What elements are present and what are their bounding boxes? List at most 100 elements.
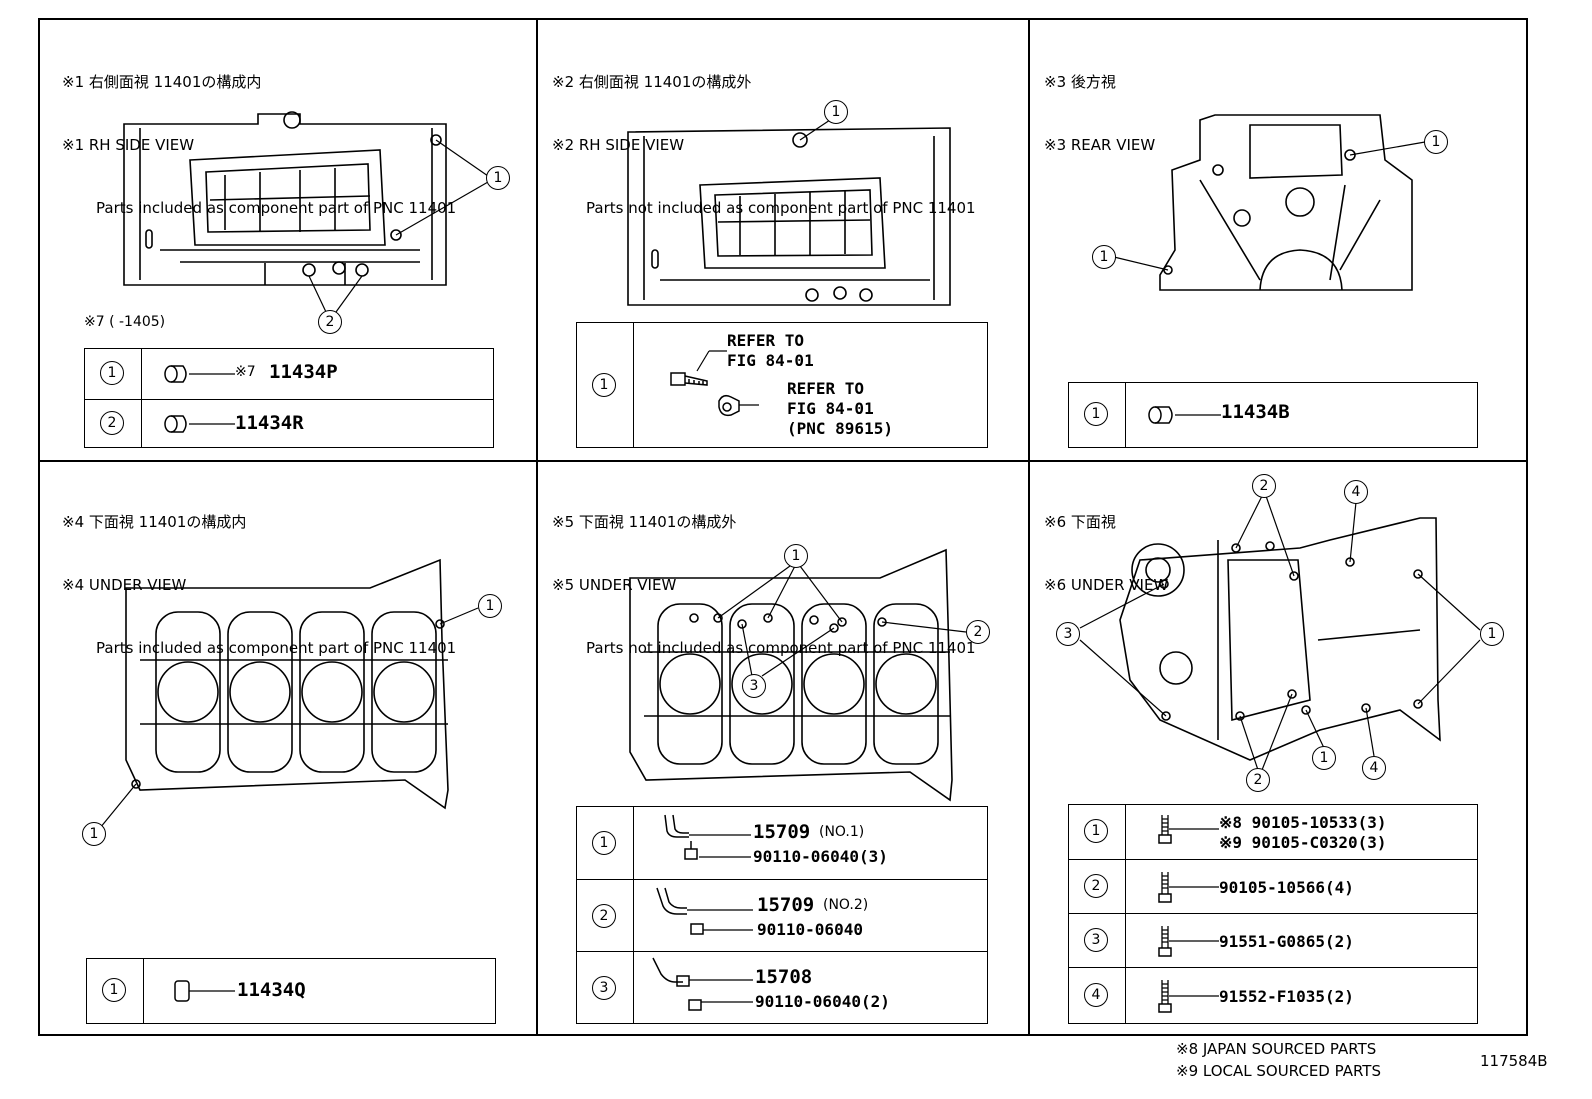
divider [1028, 20, 1030, 1034]
bolt-icon [1158, 980, 1219, 1013]
table-row: 2 90105-10566(4) [1069, 859, 1477, 914]
callout-3: 3 [1056, 622, 1080, 646]
callout-4: 4 [1344, 480, 1368, 504]
bolt-icon [670, 350, 759, 417]
table-row: 1 11434B [1069, 383, 1477, 447]
callout-1: 1 [478, 594, 502, 618]
table-row: 1 ※8 90105-10533(3) ※9 90105-C0320(3) [1069, 805, 1477, 859]
oil-jet-icon [656, 887, 753, 935]
row-number: 2 [100, 411, 124, 435]
table-row: 3 15708 90110-06040(2) [577, 951, 987, 1024]
bolt-number[interactable]: 90110-06040 [757, 920, 863, 939]
oil-jet-icon [652, 957, 753, 1011]
divider [40, 460, 1526, 462]
row-number: 2 [1084, 874, 1108, 898]
panel-header-jp: ※6 下面視 [1044, 513, 1116, 531]
bolt-number[interactable]: ※9 90105-C0320(3) [1219, 833, 1387, 852]
oil-jet-icon [664, 814, 751, 860]
callout-1: 1 [1312, 746, 1336, 770]
panel-header-jp: ※2 右側面視 11401の構成外 [552, 73, 752, 91]
row-number: 3 [592, 976, 616, 1000]
callout-1: 1 [1092, 245, 1116, 269]
pin-icon [164, 365, 235, 383]
bolt-number[interactable]: 91552-F1035(2) [1219, 987, 1354, 1006]
part-prefix: ※7 [235, 364, 256, 380]
callout-2: 2 [966, 620, 990, 644]
row-number: 2 [592, 904, 616, 928]
divider [536, 20, 538, 1034]
bolt-number[interactable]: 90105-10566(4) [1219, 878, 1354, 897]
pin-icon [164, 415, 235, 433]
row-number: 1 [1084, 402, 1108, 426]
bolt-icon [1158, 926, 1219, 957]
table-row: 2 11434R [85, 399, 493, 448]
panel-header-jp: ※3 後方視 [1044, 73, 1116, 91]
panel-header-jp: ※4 下面視 11401の構成内 [62, 513, 247, 531]
note-year: ※7 ( -1405) [84, 314, 166, 330]
part-number[interactable]: 15709 [757, 894, 815, 916]
part-number[interactable]: 15708 [755, 966, 813, 988]
pnc-reference: (PNC 89615) [787, 419, 893, 438]
parts-table: 1 11434Q [86, 958, 496, 1024]
bolt-number[interactable]: 91551-G0865(2) [1219, 932, 1354, 951]
table-row: 1 ※7 11434P [85, 349, 493, 399]
panel-header-sub: Parts included as component part of PNC … [96, 199, 457, 217]
parts-table: 1 11434B [1068, 382, 1478, 448]
row-number: 3 [1084, 928, 1108, 952]
bolt-icon [1158, 815, 1219, 844]
row-number: 1 [1084, 819, 1108, 843]
part-variant: (NO.2) [823, 897, 869, 913]
part-number[interactable]: 15709 [753, 821, 811, 843]
refer-label: REFER TO [727, 331, 805, 350]
table-row: 1 REFER TO FIG 84-01 REFER TO FIG 84-01 … [577, 323, 987, 447]
parts-table: 1 ※8 90105-10533(3) ※9 90105-C0320(3) 2 … [1068, 804, 1478, 1024]
bolt-number[interactable]: 90110-06040(2) [755, 992, 890, 1011]
part-number[interactable]: 11434Q [237, 979, 306, 1001]
table-row: 2 15709 (NO.2) 90110-06040 [577, 879, 987, 952]
footnote-local-sourced: ※9 LOCAL SOURCED PARTS [1176, 1062, 1381, 1080]
fig-reference[interactable]: FIG 84-01 [787, 399, 874, 418]
parts-table: 1 REFER TO FIG 84-01 REFER TO FIG 84-01 … [576, 322, 988, 448]
parts-table: 1 15709 (NO.1) 90110-06040(3) 2 1 [576, 806, 988, 1024]
callout-3: 3 [742, 674, 766, 698]
table-row: 3 91551-G0865(2) [1069, 913, 1477, 968]
illustration-code: 117584B [1480, 1052, 1548, 1070]
callout-1: 1 [82, 822, 106, 846]
part-number[interactable]: 11434P [269, 361, 338, 383]
dowel-icon [174, 980, 235, 1002]
bolt-number[interactable]: ※8 90105-10533(3) [1219, 813, 1387, 832]
panel-header-en: ※6 UNDER VIEW [1044, 576, 1169, 594]
footnote-japan-sourced: ※8 JAPAN SOURCED PARTS [1176, 1040, 1377, 1058]
table-row: 4 91552-F1035(2) [1069, 967, 1477, 1024]
part-number[interactable]: 11434B [1221, 401, 1290, 423]
row-number: 4 [1084, 983, 1108, 1007]
row-number: 1 [592, 373, 616, 397]
panel-header-en: ※2 RH SIDE VIEW [552, 136, 685, 154]
callout-1: 1 [1480, 622, 1504, 646]
panel-header-en: ※3 REAR VIEW [1044, 136, 1156, 154]
callout-1: 1 [486, 166, 510, 190]
diagram-grid [38, 18, 1528, 1036]
fig-reference[interactable]: FIG 84-01 [727, 351, 814, 370]
row-number: 1 [592, 831, 616, 855]
callout-2: 2 [1252, 474, 1276, 498]
callout-1: 1 [784, 544, 808, 568]
part-number[interactable]: 11434R [235, 412, 304, 434]
callout-2: 2 [318, 310, 342, 334]
bolt-icon [1158, 872, 1219, 903]
refer-label: REFER TO [787, 379, 865, 398]
bolt-number[interactable]: 90110-06040(3) [753, 847, 888, 866]
callout-1: 1 [824, 100, 848, 124]
callout-1: 1 [1424, 130, 1448, 154]
row-number: 1 [100, 361, 124, 385]
table-row: 1 15709 (NO.1) 90110-06040(3) [577, 807, 987, 879]
callout-4: 4 [1362, 756, 1386, 780]
panel-header-jp: ※1 右側面視 11401の構成内 [62, 73, 262, 91]
row-number: 1 [102, 978, 126, 1002]
